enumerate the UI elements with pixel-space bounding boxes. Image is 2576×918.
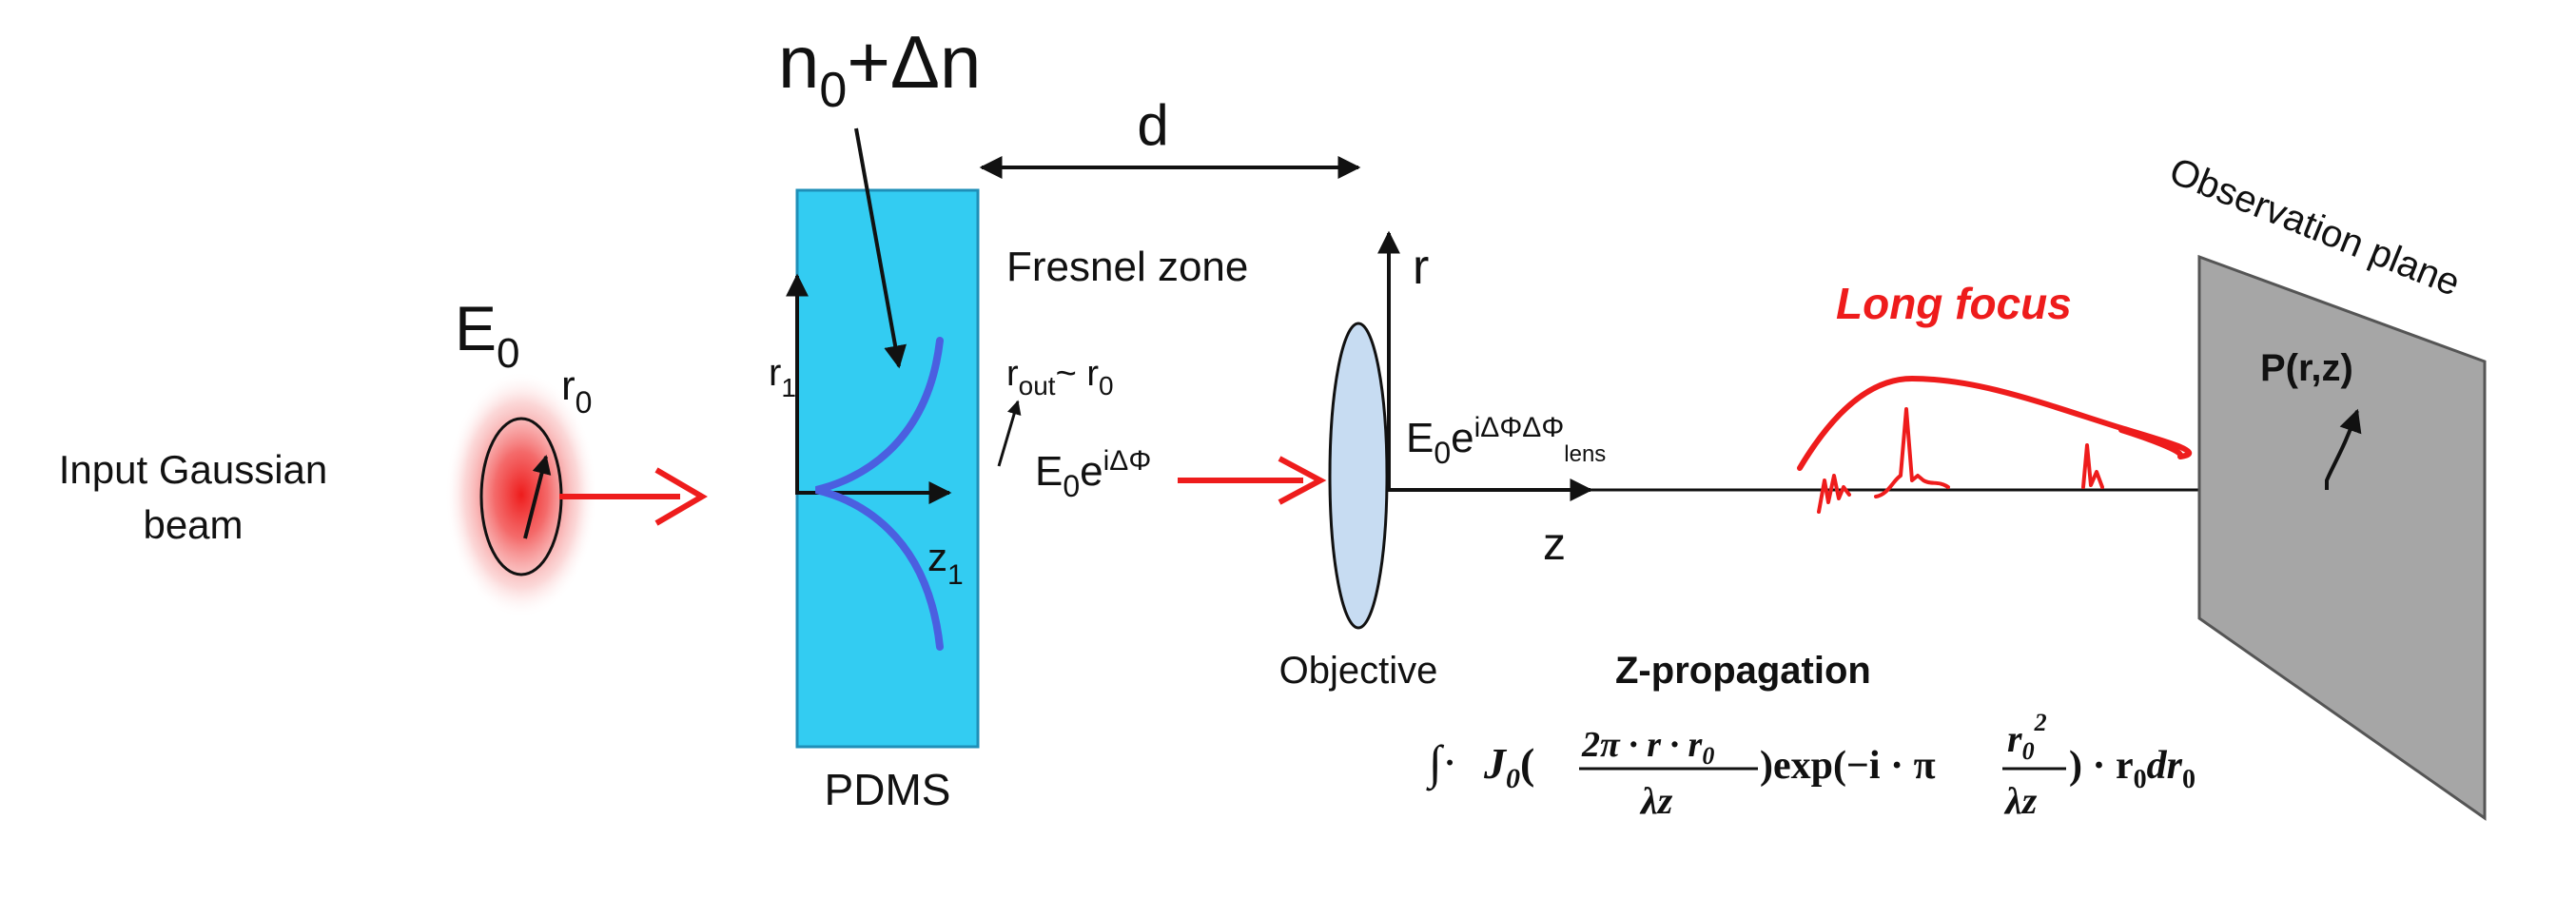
formula-exp-part: )exp(−i · π (1760, 744, 1936, 788)
index-pointer-arrow (854, 127, 907, 369)
input-gaussian-label-line1: Input Gaussian (59, 447, 328, 492)
fresnel-zone-label: Fresnel zone (1006, 244, 1248, 290)
r0-label: r0 (561, 362, 592, 420)
pdms-label: PDMS (825, 765, 951, 814)
z-propagation-label: Z-propagation (1615, 650, 1871, 692)
formula-prefix: ∫· (1426, 735, 1457, 791)
objective-label: Objective (1279, 650, 1438, 692)
point-label: P(r,z) (2260, 347, 2353, 389)
phase-lens-label: E0eiΔΦΔΦlens (1406, 412, 1606, 470)
long-focus-profile (1797, 376, 2193, 514)
z1-label: z1 (927, 535, 964, 591)
pdms-block-group (786, 127, 980, 749)
pdms-block (795, 188, 980, 749)
formula-numerator-2: r02 (2007, 709, 2047, 765)
input-red-arrow-head (654, 467, 708, 526)
focus-ripple-1 (1817, 474, 1851, 514)
r0-radius-arrow (523, 455, 552, 539)
refractive-index-label: n0+Δn (778, 20, 981, 118)
rout-label: rout~ r0 (1006, 354, 1114, 400)
index-profile-curve (815, 337, 944, 651)
formula-tail: ) · r0dr0 (2069, 744, 2195, 794)
input-beam-group (445, 371, 708, 618)
focus-envelope-curve (1797, 376, 2193, 471)
formula-denominator-2: λz (2003, 779, 2038, 822)
objective-lens (1328, 322, 1389, 630)
focus-ripple-2 (1874, 407, 1950, 498)
lens-input-red-arrow-head (1278, 456, 1327, 505)
rout-pointer-arrow (997, 400, 1022, 467)
formula-bessel: J0( (1483, 739, 1534, 794)
formula-numerator-1: 2π · r · r0 (1581, 725, 1714, 770)
r1-label: r1 (769, 352, 796, 402)
propagation-formula: ∫· J0( 2π · r · r0 λz )exp(−i · π r02 λz… (1426, 709, 2195, 822)
input-gaussian-label-line2: beam (143, 502, 243, 547)
observation-plane (2197, 254, 2487, 821)
formula-denominator-1: λz (1639, 779, 1673, 822)
r-axis-label: r (1413, 240, 1429, 295)
phase-in-label: E0eiΔΦ (1035, 445, 1151, 503)
e0-label: E0 (455, 293, 520, 377)
distance-label: d (1137, 93, 1168, 157)
gaussian-glow (445, 371, 597, 618)
point-pointer-arrow (2325, 408, 2362, 490)
z-axis-label: z (1543, 519, 1566, 570)
long-focus-label: Long focus (1836, 279, 2072, 328)
focus-ripple-3 (2081, 443, 2104, 489)
